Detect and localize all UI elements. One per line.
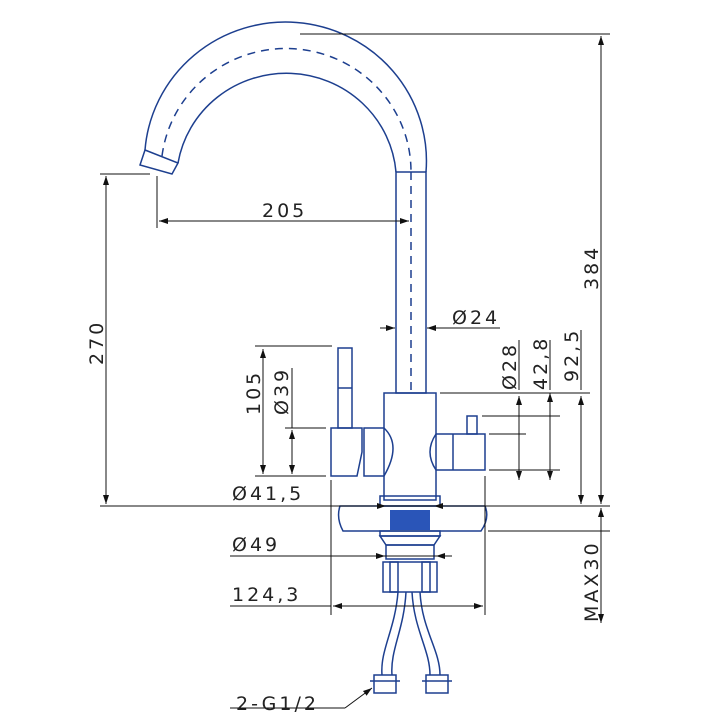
dim-2-g1-2: 2-G1/2 [236, 693, 319, 715]
dim-205: 205 [262, 200, 307, 222]
mounting-nut [379, 495, 441, 507]
dim-105: 105 [243, 370, 265, 415]
main-body [383, 392, 437, 501]
spout-inner [177, 72, 397, 173]
dim-max30: MAX30 [581, 540, 603, 622]
dim-d41-5: Ø41,5 [232, 483, 304, 505]
dimensions: 384 MAX30 270 205 Ø24 Ø28 42,8 92,5 105 … [86, 33, 610, 715]
right-handle-knob [466, 415, 478, 435]
hose-nut-left [370, 674, 400, 694]
dim-384: 384 [581, 245, 603, 290]
deck [337, 505, 488, 532]
dim-270: 270 [86, 320, 108, 365]
dim-92-5: 92,5 [561, 328, 583, 382]
dim-d24: Ø24 [452, 307, 500, 329]
dim-124-3: 124,3 [232, 584, 301, 606]
spout-centerline [161, 47, 412, 173]
dim-d49: Ø49 [232, 534, 280, 556]
dim-d39: Ø39 [271, 367, 293, 415]
spout-outer [144, 21, 428, 173]
right-handle-block [429, 433, 486, 471]
dim-d28: Ø28 [499, 342, 521, 390]
hose-left [381, 591, 407, 676]
left-handle-block [330, 427, 363, 477]
faucet-body [139, 21, 488, 694]
hose-nut-right [422, 674, 452, 694]
connector [378, 535, 442, 546]
hose-right [411, 591, 441, 676]
spout-tip [139, 149, 180, 175]
dim-42-8: 42,8 [530, 336, 552, 390]
thread [390, 510, 430, 530]
hose-fittings [382, 561, 438, 593]
